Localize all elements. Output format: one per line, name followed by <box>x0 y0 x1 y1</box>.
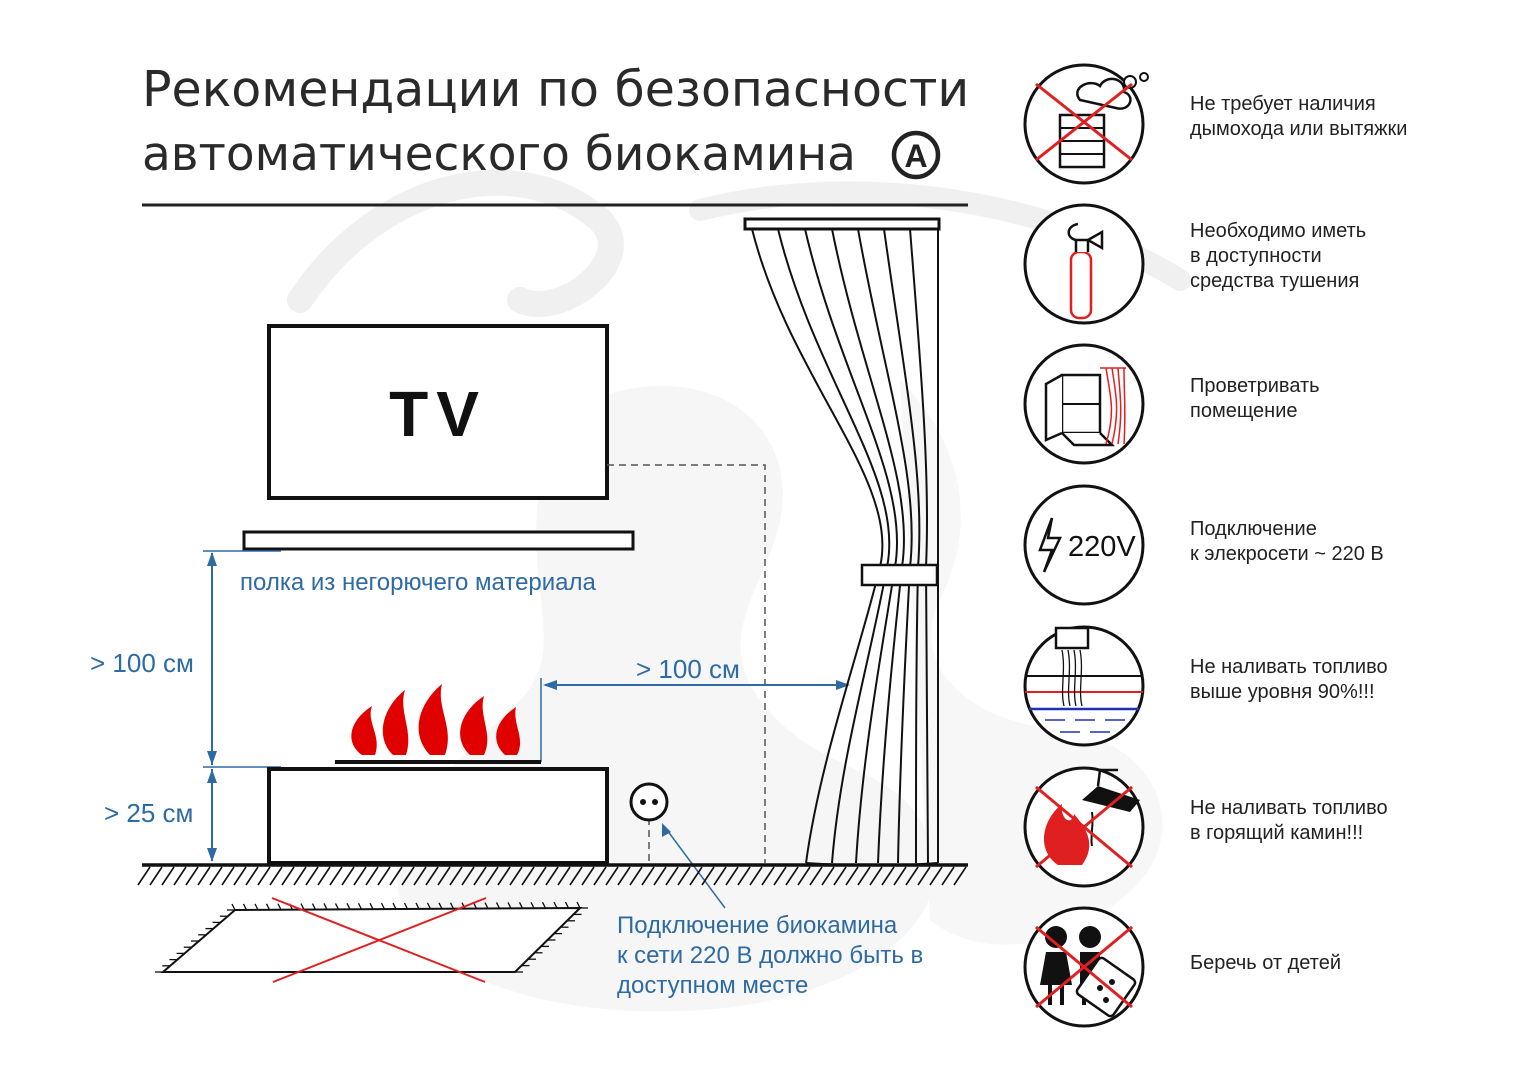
tv-label: TV <box>389 378 487 450</box>
socket-note-pointer <box>662 823 726 909</box>
shelf-label: полка из негорючего материала <box>240 569 597 596</box>
tip-ventilate: Проветривать помещение <box>1190 375 1320 422</box>
fuel-level-icon <box>1023 625 1145 747</box>
title-line-2: автоматического биокамина <box>142 127 856 182</box>
shelf <box>242 530 635 551</box>
no-carpet-icon <box>155 897 588 983</box>
socket-note-line-3: доступном месте <box>617 972 808 999</box>
curtain <box>743 217 941 867</box>
no-chimney-icon <box>1023 63 1149 185</box>
tv-screen: TV <box>267 324 609 500</box>
socket-note-line-2: к сети 220 В должно быть в <box>617 942 923 969</box>
svg-text:220V: 220V <box>1068 531 1136 563</box>
dim-side-clearance-label: > 100 см <box>636 654 740 684</box>
ventilate-window-icon <box>1023 343 1145 465</box>
no-refuel-burning-icon <box>1023 766 1145 888</box>
title-line-1: Рекомендации по безопасности <box>142 61 969 118</box>
tip-fuel-level: Не наливать топливо выше уровня 90%!!! <box>1190 656 1388 703</box>
keep-from-children-icon <box>1023 906 1145 1028</box>
socket-note-line-1: Подключение биокамина <box>617 912 898 939</box>
biofireplace <box>267 760 609 865</box>
fire-extinguisher-icon <box>1023 203 1145 325</box>
svg-text:A: A <box>904 138 927 174</box>
dim-base-height-label: > 25 см <box>104 798 193 828</box>
type-a-badge: A <box>891 130 941 180</box>
flames <box>351 684 521 755</box>
side-clearance-dimension <box>540 678 850 762</box>
tip-icons: 220V <box>1023 63 1149 1028</box>
tip-no-chimney: Не требует наличия дымохода или вытяжки <box>1190 93 1408 140</box>
power-socket-icon <box>629 782 669 822</box>
tip-fire-extinguisher: Необходимо иметь в доступности средства … <box>1190 220 1367 292</box>
tip-keep-from-children: Беречь от детей <box>1190 952 1341 974</box>
voltage-220v-icon: 220V <box>1023 484 1145 606</box>
dim-height-shelf-label: > 100 см <box>90 648 194 678</box>
tip-power-220v: Подключение к элекросети ~ 220 В <box>1190 518 1384 565</box>
tip-no-refuel-burning: Не наливать топливо в горящий камин!!! <box>1190 797 1388 844</box>
